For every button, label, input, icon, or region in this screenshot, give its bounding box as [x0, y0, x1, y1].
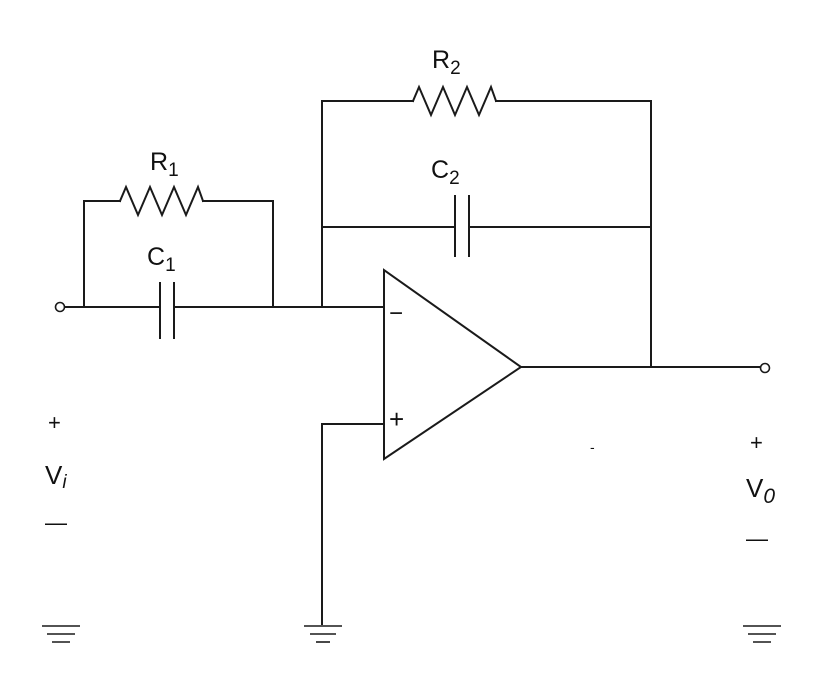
ground-left-symbol — [42, 625, 80, 643]
ground-right-symbol — [743, 625, 781, 643]
label-c2-subscript: 2 — [449, 168, 460, 189]
feedback-left-wire — [321, 100, 414, 308]
feedback-right-wire — [495, 100, 652, 368]
label-r2-letter: R — [432, 46, 450, 74]
r1-right-wire — [202, 200, 274, 308]
label-c1-letter: C — [147, 243, 165, 271]
label-c2: C2 — [431, 156, 460, 189]
input-minus-sign: — — [45, 510, 67, 535]
label-r1-subscript: 1 — [168, 160, 179, 181]
label-r1: R1 — [150, 148, 179, 181]
input-voltage-letter: V — [45, 460, 63, 490]
input-voltage-subscript: i — [62, 472, 67, 493]
input-plus-sign: + — [48, 410, 61, 435]
label-r2-subscript: 2 — [450, 58, 461, 79]
output-minus-sign: — — [746, 526, 768, 551]
label-r1-letter: R — [150, 148, 168, 176]
output-voltage-letter: V — [746, 473, 764, 503]
resistor-r1 — [118, 184, 205, 218]
resistor-r2 — [411, 84, 498, 118]
opamp-triangle — [383, 268, 523, 461]
output-voltage-label: V0 — [746, 473, 775, 508]
input-voltage-label: Vi — [45, 460, 67, 493]
output-terminal — [759, 362, 771, 374]
label-c1: C1 — [147, 243, 176, 276]
ground-center-symbol — [304, 625, 342, 643]
label-r2: R2 — [432, 46, 461, 79]
output-voltage-subscript: 0 — [763, 485, 775, 508]
input-terminal — [54, 301, 66, 313]
opamp-noninverting-sign: + — [389, 404, 404, 434]
label-c1-subscript: 1 — [165, 255, 176, 276]
opamp-inverting-sign: − — [389, 300, 403, 327]
stray-mark: - — [590, 439, 595, 455]
noninverting-wire — [321, 423, 385, 625]
label-c2-letter: C — [431, 156, 449, 184]
r1-left-wire — [83, 200, 121, 308]
output-plus-sign: + — [750, 430, 763, 455]
